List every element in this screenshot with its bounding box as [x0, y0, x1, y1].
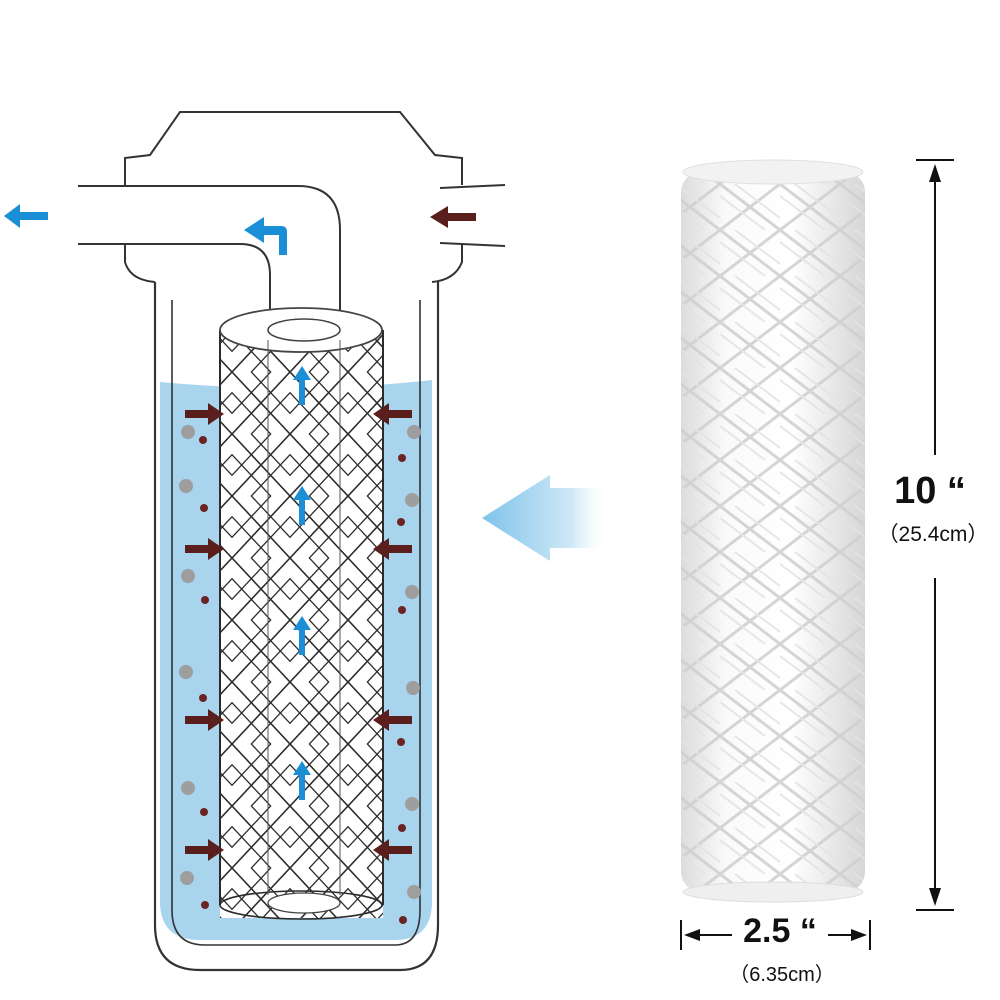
- outlet-pipe: [78, 185, 341, 330]
- arrow-right-icon: [851, 929, 867, 941]
- width-dimension: [680, 920, 871, 950]
- arrow-down-icon: [929, 888, 941, 906]
- inlet-pipe: [439, 184, 506, 247]
- gradient-arrow-left-icon: [482, 475, 610, 561]
- string-wound-cartridge: [681, 159, 865, 903]
- housing-bowl: [153, 282, 440, 972]
- inflow-arrows-left: [185, 403, 224, 861]
- arrow-up-icon: [929, 164, 941, 182]
- brown-arrow-left-icon: [430, 206, 476, 228]
- up-arrow-icon: [293, 761, 311, 800]
- up-arrow-icon: [293, 366, 311, 405]
- up-arrow-icon: [293, 616, 311, 655]
- upward-flow-arrows: [293, 366, 311, 800]
- inflow-arrows-right: [373, 403, 412, 861]
- blue-turn-arrow-icon: [244, 217, 287, 255]
- width-metric-label: （6.35cm）: [729, 964, 835, 986]
- height-metric-label: （25.4cm）: [877, 523, 989, 546]
- arrow-left-icon: [684, 929, 700, 941]
- particles: [179, 425, 421, 924]
- height-dimension: [916, 159, 954, 911]
- housing-head: [124, 111, 463, 283]
- width-label: 2.5 “: [743, 912, 817, 950]
- up-arrow-icon: [293, 486, 311, 525]
- blue-arrow-left-icon: [4, 204, 48, 228]
- height-label: 10 “: [894, 470, 966, 512]
